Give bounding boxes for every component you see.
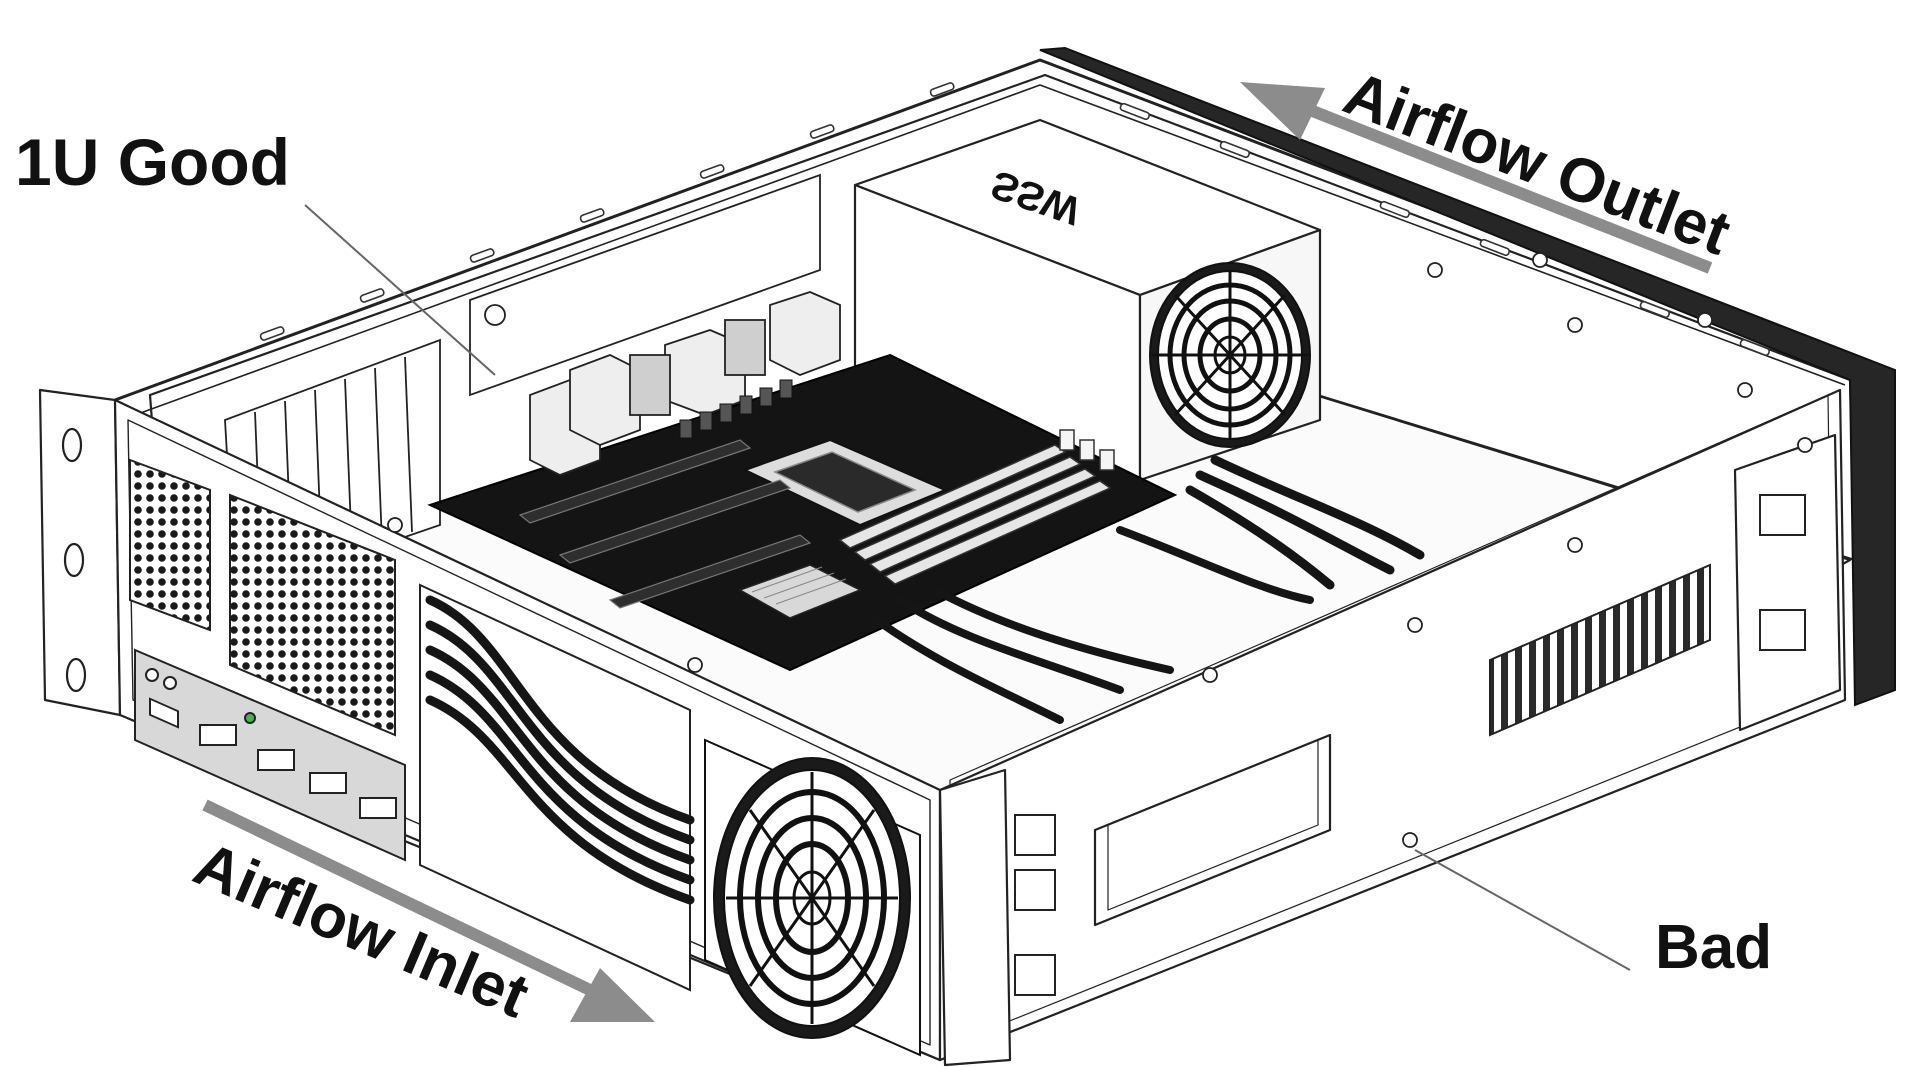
good-leader-line — [304, 204, 496, 376]
good-label: 1U Good — [15, 125, 290, 199]
front-vent-grid-right — [229, 493, 396, 737]
front-cable-window — [419, 583, 691, 992]
front-fan-icon — [704, 738, 921, 1057]
bad-leader-line — [1414, 849, 1631, 971]
psu-cables — [1185, 455, 1425, 590]
right-side-wall — [938, 388, 1847, 1067]
front-cable-bundle — [425, 595, 695, 905]
ram-slots — [838, 429, 1115, 585]
bad-label: Bad — [1655, 913, 1772, 982]
data-cables — [866, 526, 1314, 724]
airflow-inlet-arrow — [202, 799, 655, 1022]
airflow-outlet-arrow — [1240, 82, 1713, 274]
front-io-panel — [134, 648, 406, 862]
rear-bezel — [1039, 46, 1896, 707]
chassis-screws — [387, 252, 1813, 848]
motherboard — [427, 291, 1178, 672]
front-vent-grid-left — [129, 458, 211, 632]
chipset-heatsink — [738, 564, 862, 619]
psu-fan-icon — [1149, 262, 1311, 448]
rear-side-ports — [1014, 494, 1806, 996]
side-vent-grille — [1489, 563, 1711, 737]
rim-slots — [259, 82, 1771, 357]
